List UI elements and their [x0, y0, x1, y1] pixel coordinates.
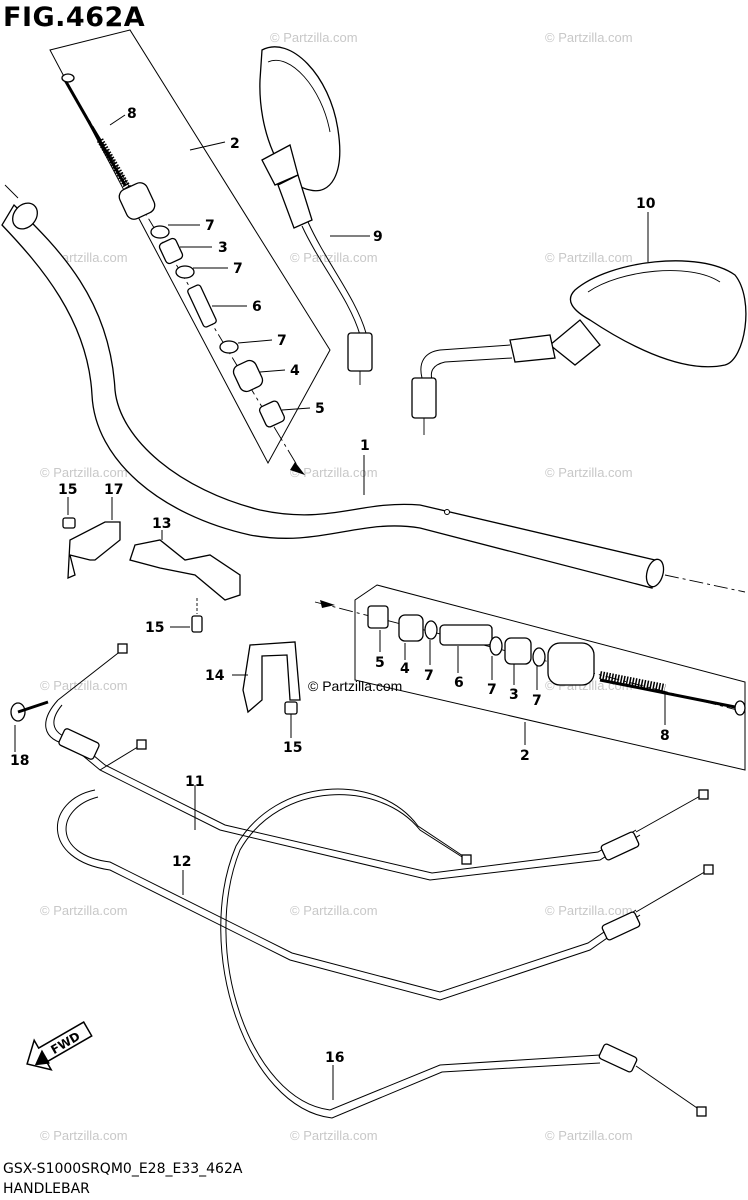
callout-17: 17 — [104, 482, 123, 498]
callout-15: 15 — [283, 740, 302, 756]
callout-4: 4 — [400, 661, 410, 677]
fwd-arrow: FWD — [26, 1021, 93, 1071]
watermark: © Partzilla.com — [290, 250, 378, 265]
watermark: © Partzilla.com — [40, 465, 128, 480]
callout-15: 15 — [58, 482, 77, 498]
bar-end-assembly-bottom — [314, 584, 746, 771]
callout-2: 2 — [520, 748, 530, 764]
callout-15: 15 — [145, 620, 164, 636]
callout-7: 7 — [277, 333, 287, 349]
watermark: © Partzilla.com — [290, 465, 378, 480]
bar-end-assembly-top — [49, 29, 331, 475]
brackets-group — [62, 497, 301, 738]
callout-6: 6 — [252, 299, 262, 315]
watermark: © Partzilla.com — [40, 1128, 128, 1143]
watermark-center: © Partzilla.com — [308, 678, 402, 694]
watermark: © Partzilla.com — [545, 465, 633, 480]
callout-7: 7 — [487, 682, 497, 698]
callout-1: 1 — [360, 438, 370, 454]
watermark: © Partzilla.com — [545, 30, 633, 45]
mirror-left-part-9 — [259, 46, 373, 385]
watermark: © Partzilla.com — [290, 903, 378, 918]
callout-7: 7 — [205, 218, 215, 234]
callout-5: 5 — [375, 655, 385, 671]
callout-6: 6 — [454, 675, 464, 691]
callout-7: 7 — [532, 693, 542, 709]
callout-10: 10 — [636, 196, 656, 212]
callout-14: 14 — [205, 668, 225, 684]
watermark: © Partzilla.com — [290, 1128, 378, 1143]
mirror-right-part-10 — [411, 212, 747, 435]
watermark: © Partzilla.com — [545, 250, 633, 265]
section-name: HANDLEBAR — [3, 1181, 90, 1197]
handlebar-part-1 — [1, 184, 746, 593]
callout-2: 2 — [230, 136, 240, 152]
callout-3: 3 — [218, 240, 228, 256]
callout-12: 12 — [172, 854, 191, 870]
callout-8: 8 — [660, 728, 670, 744]
watermark: © Partzilla.com — [545, 903, 633, 918]
callout-11: 11 — [185, 774, 204, 790]
callout-9: 9 — [373, 229, 383, 245]
watermark: © Partzilla.com — [270, 30, 358, 45]
watermark: © Partzilla.com — [545, 1128, 633, 1143]
callout-3: 3 — [509, 687, 519, 703]
callout-labels: 8 2 7 3 7 6 7 4 5 9 10 1 15 17 13 15 14 … — [10, 106, 670, 1066]
cables-group — [10, 643, 714, 1119]
figure-title: FIG.462A — [3, 2, 146, 33]
callout-8: 8 — [127, 106, 137, 122]
watermark: © Partzilla.com — [40, 903, 128, 918]
callout-16: 16 — [325, 1050, 344, 1066]
callout-7: 7 — [233, 261, 243, 277]
callout-13: 13 — [152, 516, 171, 532]
callout-7: 7 — [424, 668, 434, 684]
callout-18: 18 — [10, 753, 29, 769]
model-code: GSX-S1000SRQM0_E28_E33_462A — [3, 1161, 243, 1177]
watermark-group: © Partzilla.com © Partzilla.com © Partzi… — [40, 30, 633, 1143]
callout-5: 5 — [315, 401, 325, 417]
callout-4: 4 — [290, 363, 300, 379]
watermark: © Partzilla.com — [40, 678, 128, 693]
